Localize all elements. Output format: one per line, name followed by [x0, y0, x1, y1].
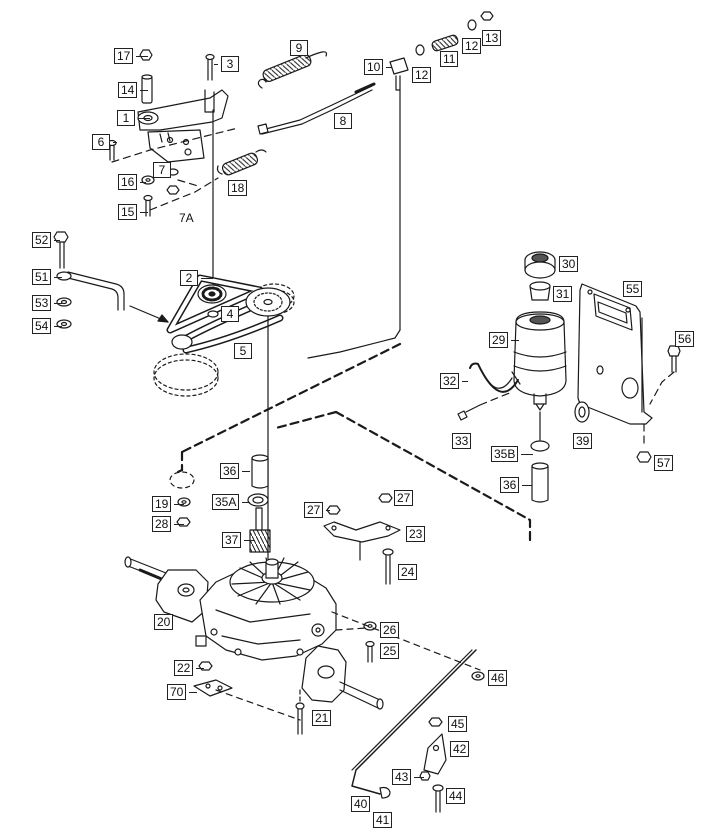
callout-10: 10: [364, 59, 393, 75]
ghost-ring: [169, 471, 195, 489]
callout-32: 32: [440, 373, 469, 389]
callout-3: 3: [214, 56, 239, 72]
callout-33: 33: [452, 433, 472, 449]
callout-16: 16: [118, 174, 147, 190]
callout-46: 46: [488, 670, 508, 686]
callout-11: 11: [440, 51, 459, 67]
callout-7A: 7A: [176, 210, 197, 226]
callout-37: 37: [222, 532, 255, 548]
callout-12b: 12: [462, 38, 482, 54]
idler-arm-assembly: [107, 49, 229, 217]
callout-27b: 27: [394, 490, 414, 506]
callout-30: 30: [559, 256, 579, 272]
expansion-tank-assembly: [457, 251, 681, 503]
callout-8: 8: [334, 113, 352, 129]
callout-20: 20: [154, 614, 174, 630]
callout-55: 55: [623, 281, 643, 297]
callout-1: 1: [117, 110, 150, 126]
callout-17: 17: [114, 48, 149, 64]
control-rod: [257, 11, 494, 135]
callout-14: 14: [118, 82, 149, 98]
callout-6: 6: [92, 134, 117, 150]
extension-springs: [216, 51, 328, 176]
callout-29: 29: [489, 332, 520, 348]
callout-57: 57: [654, 455, 674, 471]
hose-and-clamps: [176, 454, 401, 585]
callout-36a: 36: [220, 463, 251, 479]
callout-22: 22: [174, 660, 205, 676]
callout-36b: 36: [500, 477, 533, 493]
callout-19: 19: [152, 496, 185, 512]
callout-23: 23: [406, 526, 426, 542]
callout-2: 2: [180, 270, 213, 286]
callout-31: 31: [553, 286, 573, 302]
callout-39: 39: [573, 433, 593, 449]
callout-13: 13: [482, 30, 502, 46]
callout-56: 56: [675, 331, 695, 347]
callout-24: 24: [398, 564, 418, 580]
callout-27a: 27: [304, 502, 331, 518]
callout-45: 45: [448, 716, 468, 732]
callout-35A: 35A: [212, 494, 251, 510]
callout-21: 21: [312, 710, 332, 726]
callout-51: 51: [32, 269, 63, 285]
callout-9: 9: [290, 40, 308, 56]
callout-70: 70: [167, 684, 198, 700]
callout-12a: 12: [412, 67, 432, 83]
callout-4: 4: [221, 306, 239, 322]
callout-7: 7: [153, 162, 171, 178]
belt-and-pulleys: [53, 231, 295, 566]
callout-41: 41: [373, 812, 393, 828]
callout-25: 25: [380, 643, 400, 659]
bracket-leaders: [479, 371, 675, 449]
lower-leaders: [215, 611, 481, 721]
callout-18: 18: [228, 180, 248, 196]
transaxle-body: [124, 507, 384, 710]
assembly-leader-lines: [111, 127, 239, 211]
callout-42: 42: [450, 741, 470, 757]
callout-53: 53: [32, 295, 63, 311]
callout-52: 52: [32, 232, 61, 248]
callout-28: 28: [152, 516, 185, 532]
lower-bracket-parts: [193, 621, 377, 735]
callout-35B: 35B: [491, 446, 534, 462]
bypass-rod-assembly: [351, 649, 485, 813]
callout-44: 44: [446, 788, 466, 804]
callout-40: 40: [351, 796, 371, 812]
callout-26: 26: [380, 622, 400, 638]
callout-15: 15: [118, 204, 149, 220]
callout-5: 5: [234, 343, 252, 359]
callout-43: 43: [392, 769, 425, 785]
fluid-hose-path: [176, 342, 532, 542]
callout-54: 54: [32, 318, 63, 334]
